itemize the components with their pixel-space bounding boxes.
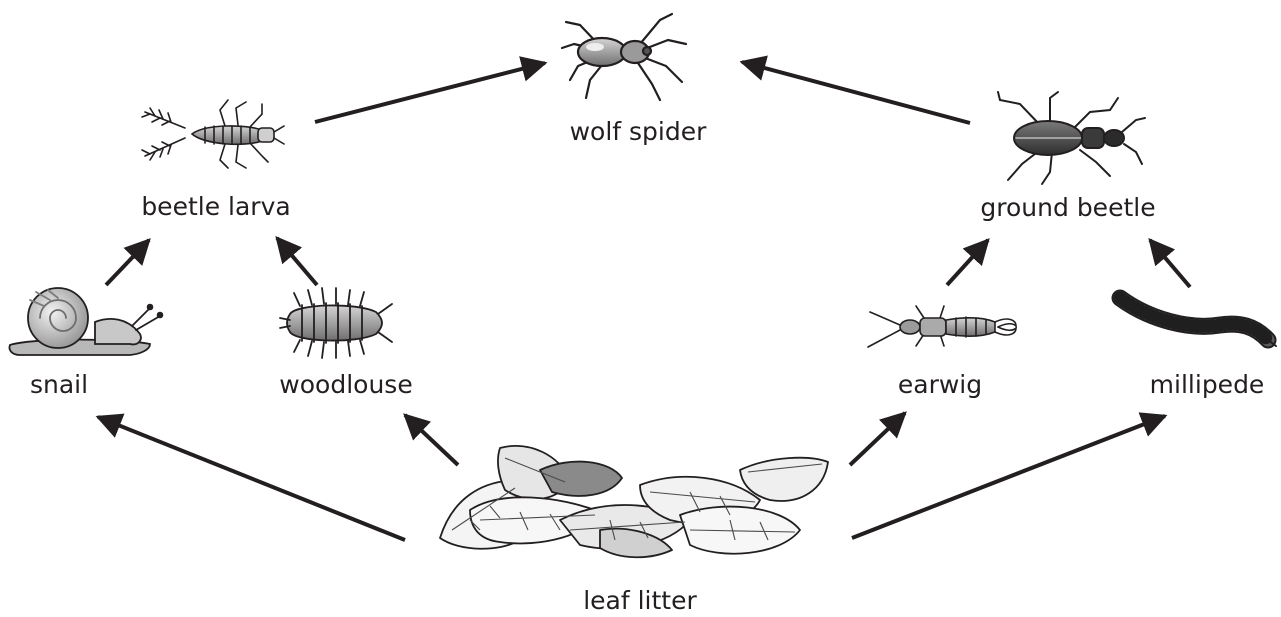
- arrow-leaf-litter-to-millipede: [852, 416, 1165, 538]
- ground-beetle-picture: [998, 92, 1145, 184]
- larva-tail-bristles: [142, 108, 185, 160]
- millipede-picture: [1120, 298, 1276, 346]
- arrow-leaf-litter-to-earwig: [850, 413, 905, 465]
- arrow-beetle-larva-to-wolf-spider: [315, 63, 545, 122]
- wolf-spider-picture: [562, 14, 686, 100]
- arrow-snail-to-beetle-larva: [106, 240, 149, 285]
- woodlouse-label: woodlouse: [279, 370, 412, 400]
- arrow-leaf-litter-to-woodlouse: [405, 415, 458, 465]
- beetle-larva-picture: [142, 100, 284, 168]
- earwig-picture: [868, 306, 1016, 347]
- snail-picture: [9, 288, 162, 355]
- leaf-litter-label: leaf litter: [583, 586, 697, 616]
- wolf-spider-label: wolf spider: [570, 117, 707, 147]
- arrow-earwig-to-ground-beetle: [947, 240, 988, 285]
- ground-beetle-label: ground beetle: [980, 193, 1155, 223]
- arrow-millipede-to-ground-beetle: [1150, 240, 1190, 287]
- beetle-larva-label: beetle larva: [141, 192, 290, 222]
- leaf-litter-picture: [440, 446, 828, 557]
- earwig-label: earwig: [898, 370, 982, 400]
- arrow-woodlouse-to-beetle-larva: [277, 238, 317, 285]
- arrow-leaf-litter-to-snail: [98, 417, 405, 540]
- millipede-label: millipede: [1150, 370, 1265, 400]
- arrow-ground-beetle-to-wolf-spider: [742, 62, 970, 123]
- snail-label: snail: [30, 370, 88, 400]
- woodlouse-picture: [280, 288, 392, 358]
